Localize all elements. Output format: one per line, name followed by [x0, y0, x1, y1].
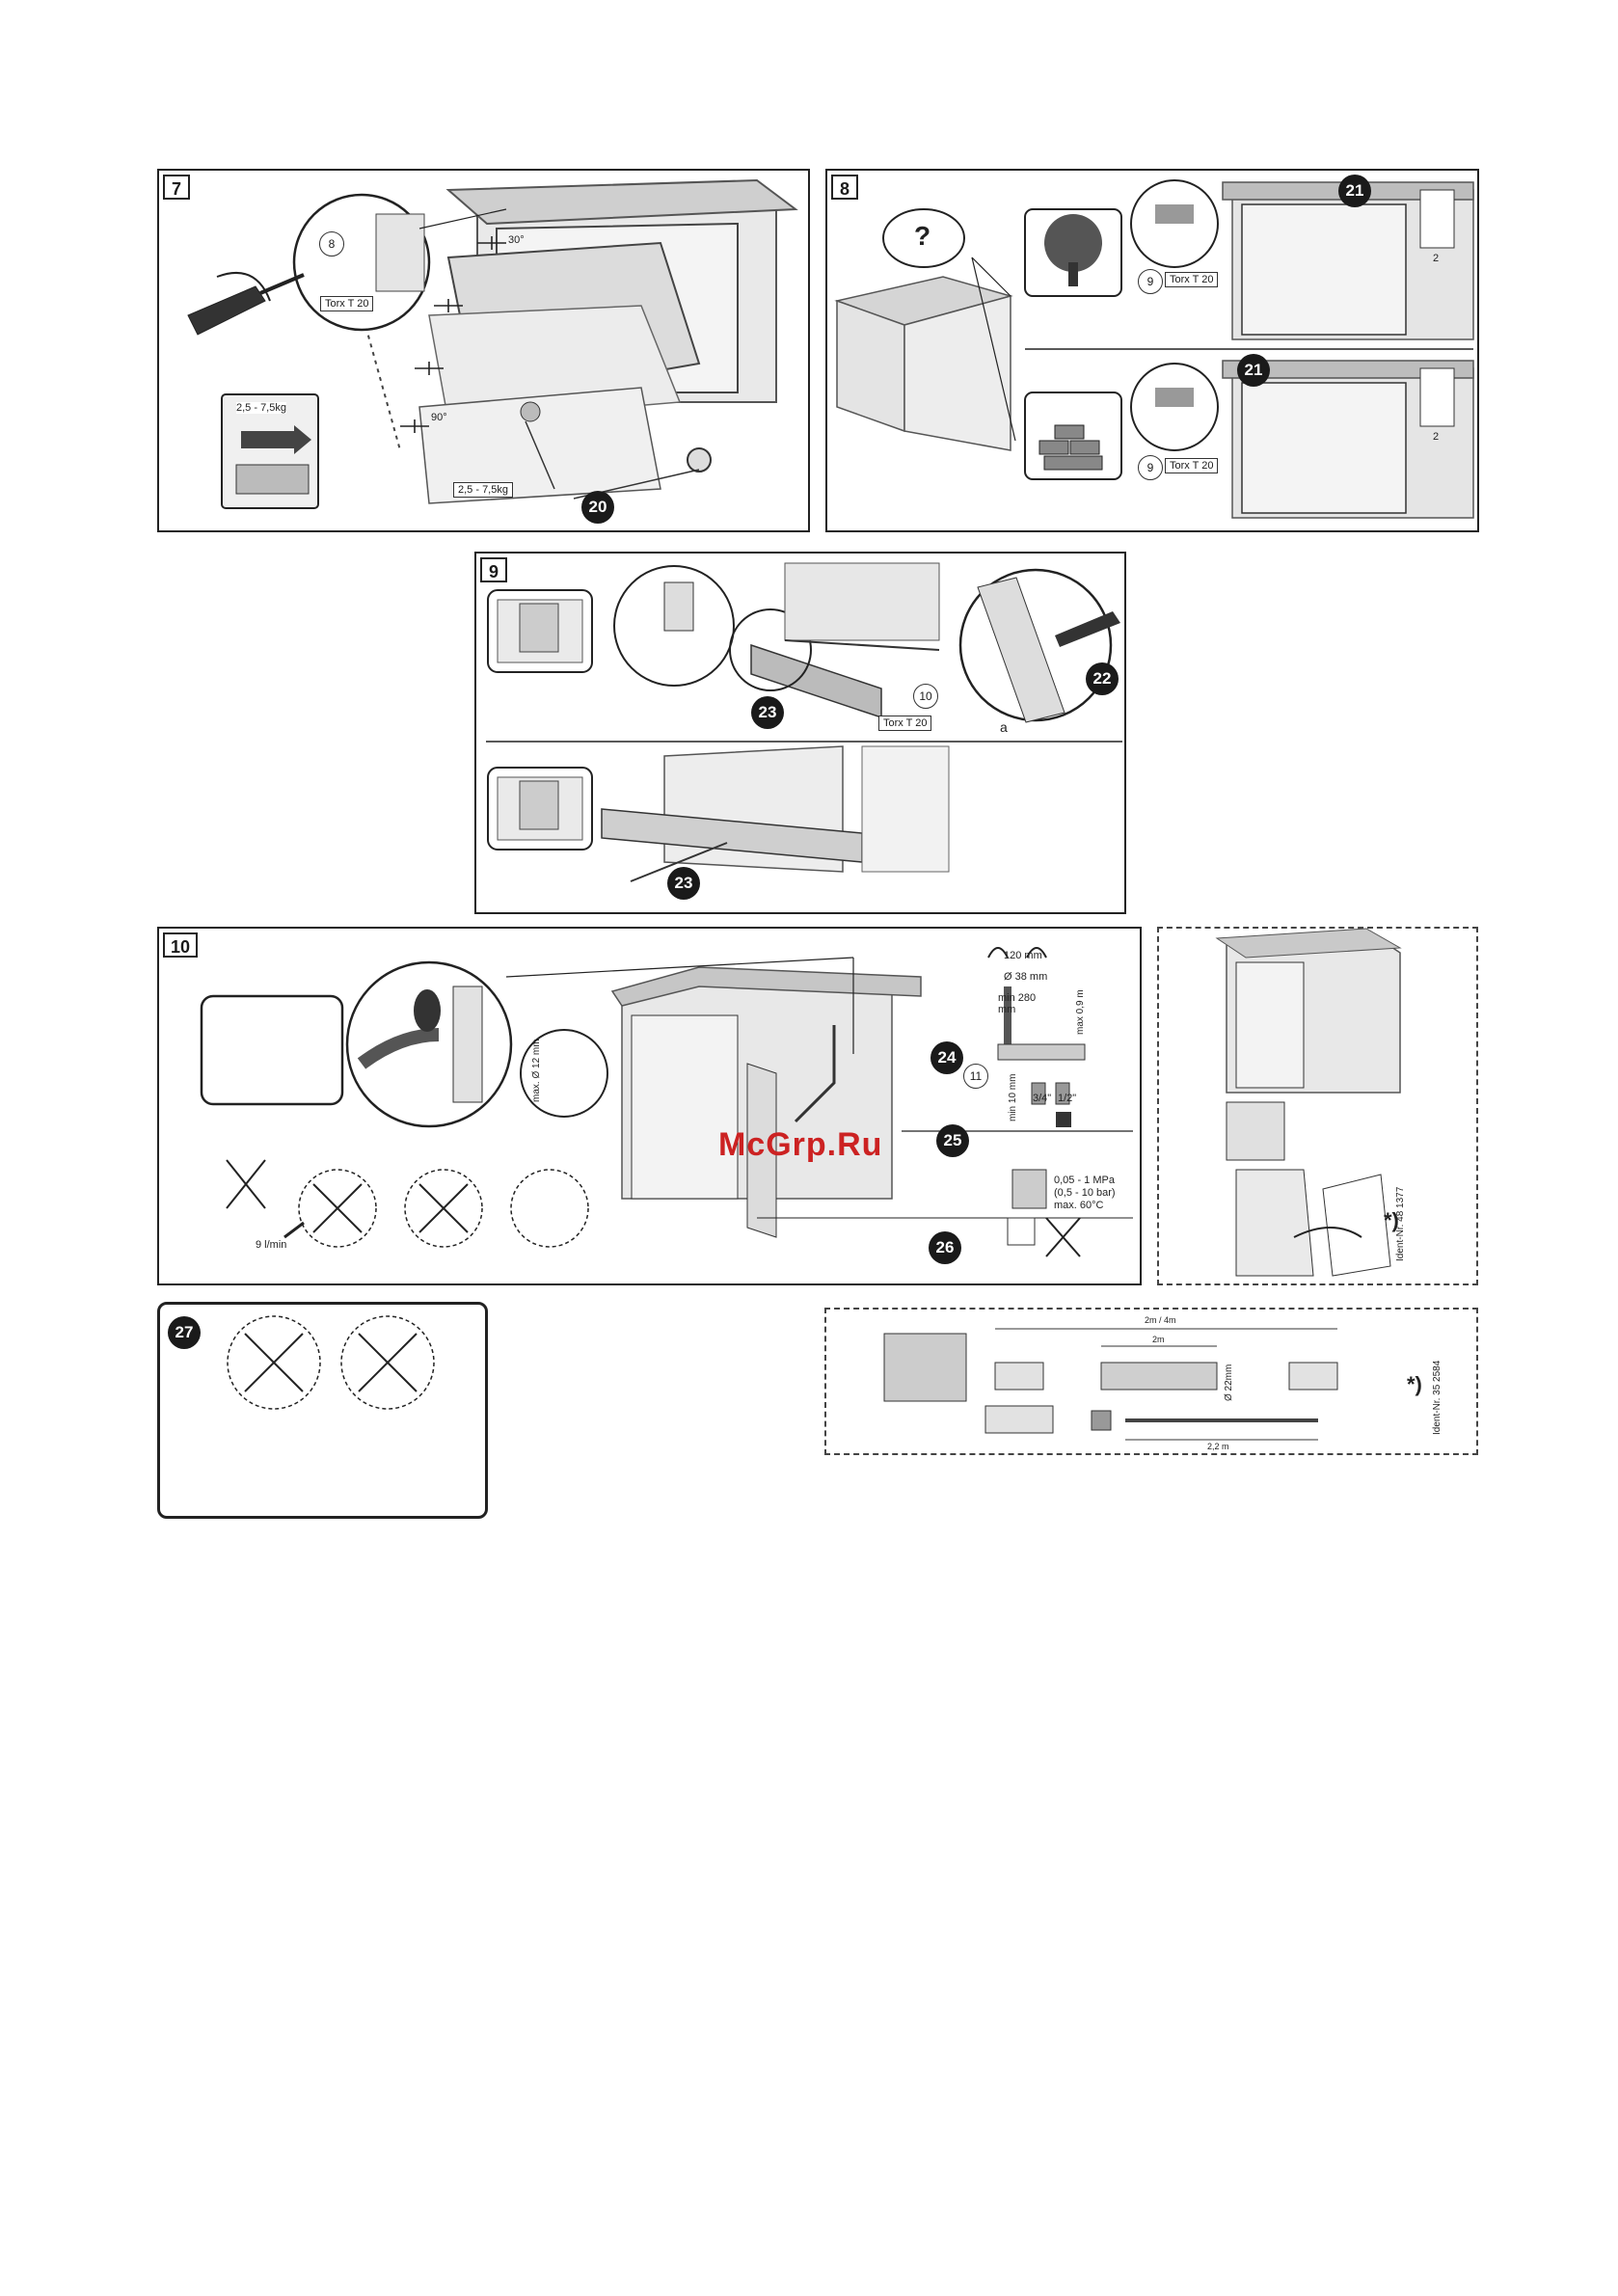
- dimension-side: Ø 22mm: [1224, 1364, 1234, 1401]
- weight-box-label: 2,5 - 7,5kg: [453, 482, 513, 498]
- panel-step-9: 9 10 Torx T 20 a 22 23 23: [474, 552, 1126, 914]
- max-temperature: max. 60°C: [1054, 1200, 1104, 1211]
- hose-warning-illustration: [227, 1315, 435, 1410]
- step-number: 7: [163, 175, 190, 200]
- callout-23-bottom: 23: [667, 867, 700, 900]
- weight-range-label: 2,5 - 7,5kg: [236, 402, 286, 414]
- panel-step-10: 10: [157, 927, 1142, 1285]
- label-120mm: 120 mm: [1004, 950, 1042, 961]
- step-number: 10: [163, 932, 198, 958]
- ref-ring-11: 11: [963, 1064, 988, 1089]
- side-label-max-diameter: max. Ø 12 mm: [531, 1039, 542, 1102]
- dishwasher-illustration: [187, 178, 798, 509]
- step-number: 9: [480, 557, 507, 582]
- callout-20: 20: [581, 491, 614, 524]
- question-mark: ?: [914, 221, 931, 251]
- dimension-top: 2: [1433, 253, 1440, 264]
- torx-label-bottom: Torx T 20: [1165, 458, 1219, 473]
- dimension-a: a: [1000, 719, 1008, 735]
- label-min-10mm: min 10 mm: [1008, 1073, 1018, 1121]
- dimension-mid: 2m: [1152, 1335, 1165, 1344]
- accessory-star: *): [1384, 1208, 1399, 1232]
- ref-ring-8: 8: [319, 231, 344, 257]
- accessory-ident-number: Ident-Nr. 48 1377: [1395, 1186, 1406, 1261]
- accessory-panel-bottom: 2m / 4m 2m 2,2 m Ø 22mm *) Ident-Nr. 35 …: [824, 1308, 1478, 1455]
- angle-bottom-label: 90°: [431, 412, 447, 423]
- callout-27: 27: [168, 1316, 201, 1349]
- torx-label: Torx T 20: [320, 296, 374, 311]
- dimension-bottom: 2: [1433, 431, 1440, 443]
- plinth-illustration: [486, 562, 1122, 882]
- accessory-ident-number: Ident-Nr. 35 2584: [1432, 1360, 1443, 1435]
- step-number: 8: [831, 175, 858, 200]
- panel-step-27: 27: [157, 1302, 488, 1519]
- water-connection-illustration: [200, 947, 1133, 1257]
- callout-25: 25: [936, 1124, 969, 1157]
- label-three-quarter: 3/4": [1033, 1093, 1052, 1104]
- watermark: McGrp.Ru: [718, 1126, 883, 1163]
- angle-top-label: 30°: [508, 234, 525, 246]
- pressure-range-mpa: 0,05 - 1 MPa: [1054, 1175, 1115, 1186]
- callout-23-top: 23: [751, 696, 784, 729]
- label-diameter-38: Ø 38 mm: [1004, 971, 1048, 983]
- dimension-top: 2m / 4m: [1145, 1315, 1176, 1325]
- callout-24: 24: [930, 1041, 963, 1074]
- dimension-bottom: 2,2 m: [1207, 1442, 1229, 1451]
- panel-step-7: 7 8 Torx T 20 2,5 -: [157, 169, 810, 532]
- pressure-range-bar: (0,5 - 10 bar): [1054, 1187, 1116, 1199]
- panel-step-8: 8 ? 9 Torx T 20 9 Torx T 20: [825, 169, 1479, 532]
- accessory-star: *): [1407, 1372, 1422, 1396]
- label-half: 1/2": [1058, 1093, 1077, 1104]
- accessory-cabinet-illustration: [1215, 928, 1402, 1277]
- extension-hose-illustration: [883, 1328, 1338, 1441]
- flow-rate: 9 l/min: [256, 1239, 287, 1251]
- ref-ring-9-top: 9: [1138, 269, 1163, 294]
- callout-21-bottom: 21: [1237, 354, 1270, 387]
- torx-label: Torx T 20: [878, 716, 932, 731]
- callout-21-top: 21: [1338, 175, 1371, 207]
- label-min-280: min 280 mm: [998, 992, 1037, 1015]
- ref-ring-10: 10: [913, 684, 938, 709]
- label-max-09m: max 0,9 m: [1075, 989, 1086, 1035]
- accessory-panel-right: *) Ident-Nr. 48 1377: [1157, 927, 1478, 1285]
- torx-label-top: Torx T 20: [1165, 272, 1219, 287]
- ref-ring-9-bottom: 9: [1138, 455, 1163, 480]
- callout-22: 22: [1086, 662, 1119, 695]
- cabinet-illustration: [834, 179, 1474, 519]
- callout-26: 26: [929, 1231, 961, 1264]
